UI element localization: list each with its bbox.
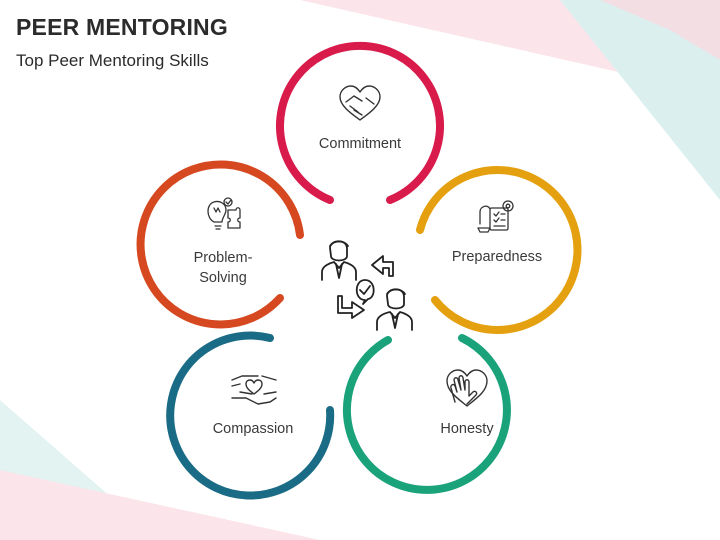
bg-pink-corner [600, 0, 720, 60]
bg-teal-shape [560, 0, 720, 200]
petal-label-preparedness: Preparedness [451, 249, 543, 265]
petal-label-honesty: Honesty [440, 421, 494, 437]
mentor-exchange-icon [321, 240, 413, 331]
page-subtitle: Top Peer Mentoring Skills [16, 51, 209, 70]
bg-pink-bottom-shape [0, 470, 320, 540]
petal-label-problem-solving-line2: Solving [199, 270, 247, 286]
petal-label-problem-solving-line1: Problem- [193, 250, 253, 266]
petal-compassion [166, 331, 335, 500]
handshake-heart-icon [339, 85, 381, 121]
page-title: PEER MENTORING [16, 14, 228, 40]
petal-preparedness [416, 166, 582, 334]
petal-label-commitment: Commitment [318, 136, 402, 152]
lightbulb-puzzle-icon [207, 197, 241, 230]
petal-problem-solving [136, 160, 304, 329]
checklist-gear-icon [477, 200, 514, 233]
petal-honesty [342, 334, 511, 494]
petal-label-problem-solving: Problem- Solving [163, 248, 283, 288]
hand-heart-icon [446, 369, 488, 407]
petal-commitment [276, 41, 444, 204]
petal-label-compassion: Compassion [212, 421, 294, 437]
heart-in-hands-icon [231, 375, 277, 405]
